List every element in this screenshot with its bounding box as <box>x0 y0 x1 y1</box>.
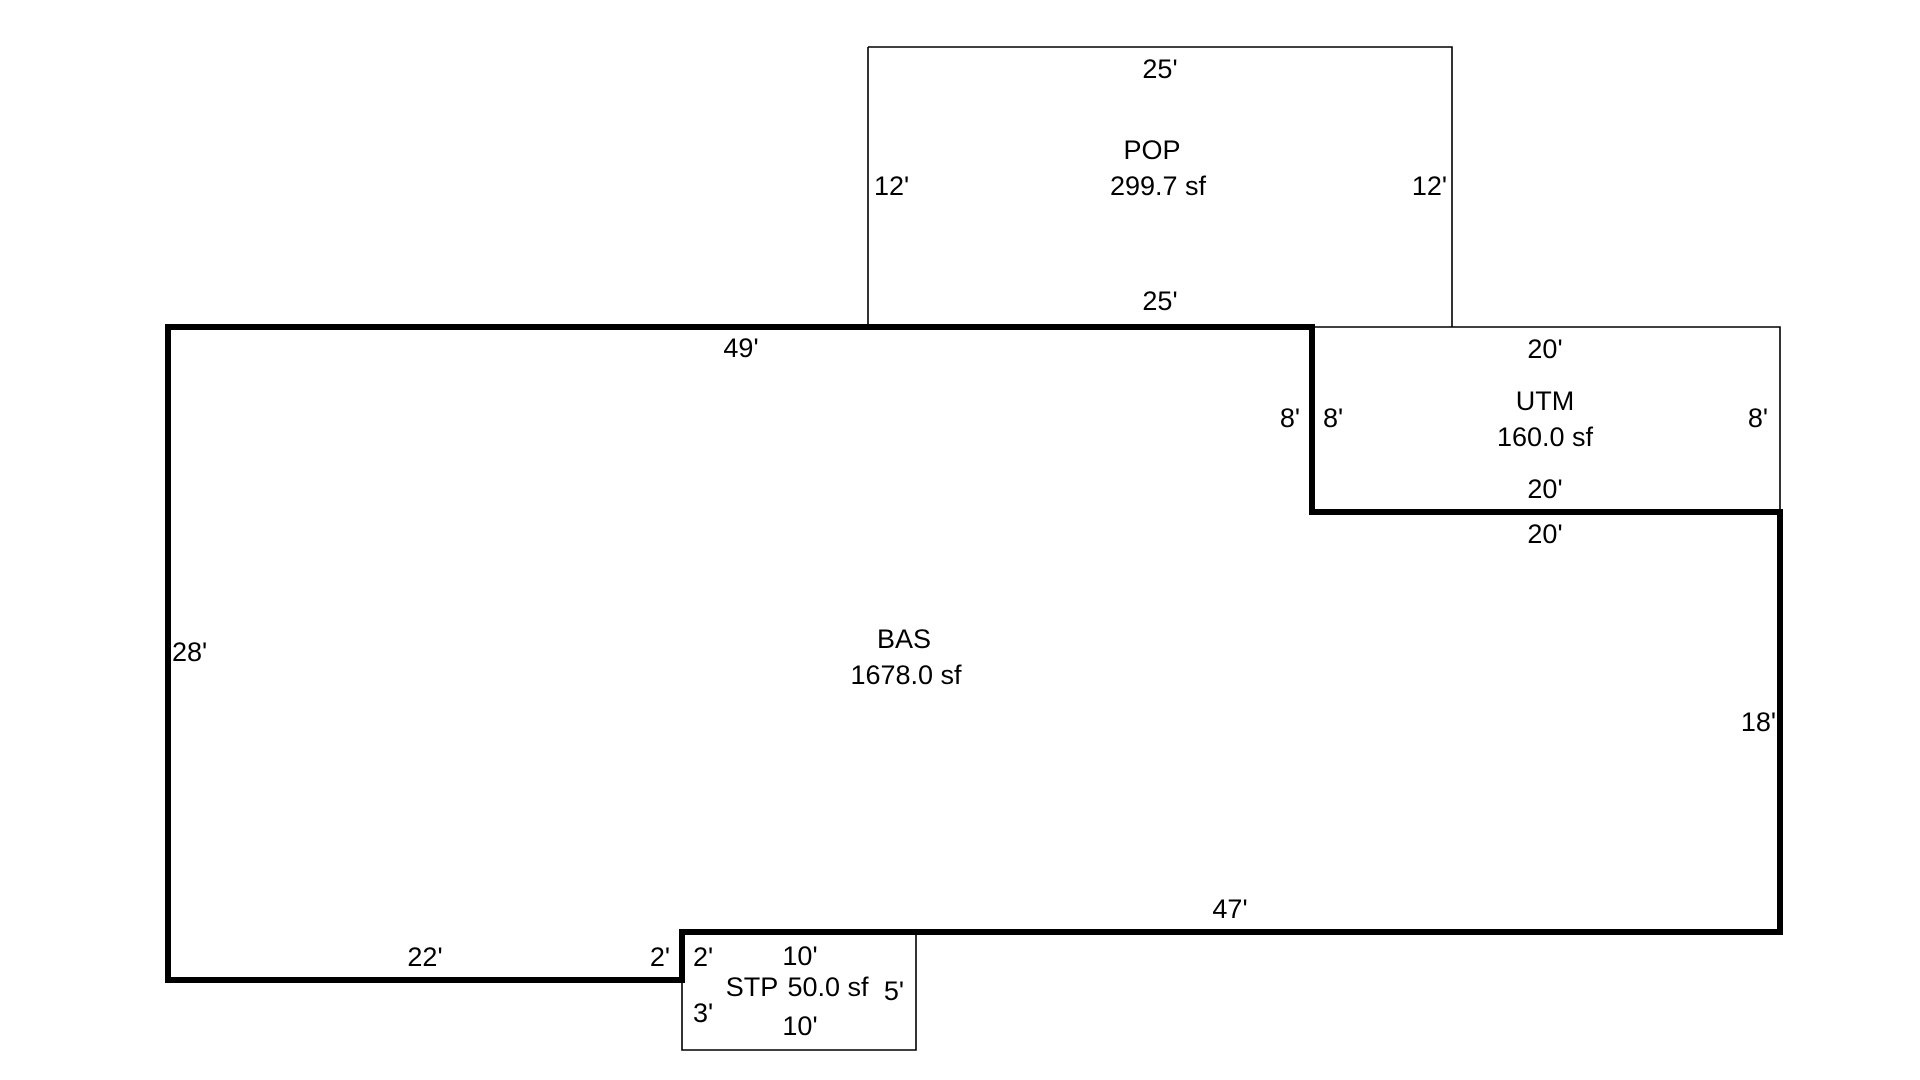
pop-dim-top: 25' <box>1142 54 1177 84</box>
pop-outline <box>867 46 1453 327</box>
stp-dim-bottom: 10' <box>782 1011 817 1041</box>
pop-dim-bottom: 25' <box>1142 286 1177 316</box>
stp-dim-left-lower: 3' <box>693 998 713 1028</box>
area-stp: 10' 2' STP 50.0 sf 5' 3' 10' <box>681 932 917 1051</box>
stp-dim-left-upper: 2' <box>693 942 713 972</box>
pop-dim-right: 12' <box>1412 171 1447 201</box>
utm-dim-right: 8' <box>1748 403 1768 433</box>
stp-outline <box>681 932 917 1051</box>
stp-area: 50.0 sf <box>787 972 869 1002</box>
pop-dim-left: 12' <box>874 171 909 201</box>
bas-dim-step-left: 8' <box>1280 403 1300 433</box>
area-utm: 20' UTM 160.0 sf 8' 8' 20' <box>1312 326 1781 512</box>
utm-label: UTM <box>1516 386 1574 416</box>
area-bas: 49' 8' 20' BAS 1678.0 sf 28' 18' 47' 22'… <box>165 324 1783 983</box>
utm-dim-left: 8' <box>1323 403 1343 433</box>
bas-label: BAS <box>877 624 931 654</box>
utm-outline <box>1312 326 1781 512</box>
bas-dim-notch: 2' <box>650 942 670 972</box>
bas-dim-step-top: 20' <box>1527 519 1562 549</box>
bas-dim-bottom-right: 47' <box>1212 894 1247 924</box>
utm-dim-bottom: 20' <box>1527 474 1562 504</box>
bas-outline <box>165 324 1783 983</box>
pop-area: 299.7 sf <box>1110 171 1207 201</box>
stp-dim-top: 10' <box>782 941 817 971</box>
area-pop: 25' POP 299.7 sf 12' 12' 25' <box>867 46 1453 327</box>
bas-dim-right: 18' <box>1741 707 1776 737</box>
stp-dim-right: 5' <box>884 976 904 1006</box>
bas-area: 1678.0 sf <box>850 660 962 690</box>
utm-dim-top: 20' <box>1527 334 1562 364</box>
pop-label: POP <box>1123 135 1180 165</box>
utm-area: 160.0 sf <box>1497 422 1594 452</box>
bas-dim-left: 28' <box>172 637 207 667</box>
bas-dim-top: 49' <box>723 333 758 363</box>
bas-dim-bottom-left: 22' <box>407 942 442 972</box>
stp-label: STP <box>726 972 779 1002</box>
